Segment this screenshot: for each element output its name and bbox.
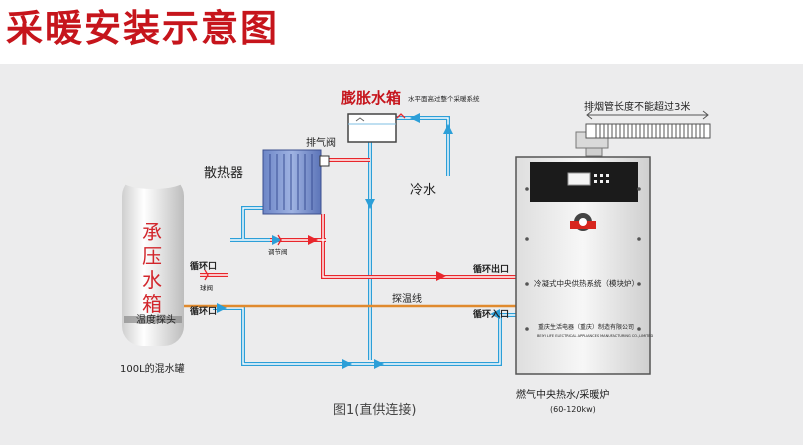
brand-logo (570, 213, 596, 231)
radiator (262, 149, 322, 215)
cold-water-label: 冷水 (410, 183, 436, 198)
svg-text:水: 水 (142, 268, 162, 292)
vent-valve-icon (319, 155, 330, 167)
flue-pipe (575, 123, 711, 157)
svg-text:箱: 箱 (142, 292, 162, 316)
svg-text:压: 压 (142, 244, 162, 268)
temp-probe-label: 温度探头 (136, 313, 176, 326)
boiler-company: 重庆生活电器（重庆）制造有限公司 (538, 323, 634, 331)
adjust-valve-label: 调节阀 (268, 247, 288, 256)
pressure-tank-label: 承 压 水 箱 (142, 220, 162, 316)
boiler-company-en: BEIYI LIFE ELECTRICAL APPLIANCES MANUFAC… (537, 334, 654, 338)
expansion-tank-label: 膨胀水箱 (341, 89, 401, 107)
page-title: 采暖安装示意图 (6, 7, 279, 50)
valve-marks (204, 113, 406, 281)
boiler (515, 156, 651, 375)
flue-length-arrow (586, 110, 709, 120)
figure-caption: 图1(直供连接) (333, 402, 416, 418)
expansion-tank (347, 113, 397, 143)
boiler-power: (60-120kw) (550, 405, 596, 414)
circ-in-label: 循环入口 (473, 308, 509, 320)
boiler-system-label: 冷凝式中央供热系统（模块炉） (534, 278, 639, 288)
cold-pipes (213, 116, 516, 366)
hot-pipes (200, 158, 516, 279)
circ-port-label-lower: 循环口 (190, 305, 217, 317)
boiler-name: 燃气中央热水/采暖炉 (516, 388, 609, 401)
mix-tank-label: 100L的混水罐 (120, 362, 185, 375)
header: 采暖安装示意图 (0, 0, 803, 64)
vent-valve-label: 排气阀 (306, 136, 336, 149)
flue-note: 排烟管长度不能超过3米 (584, 100, 690, 113)
probe-wire-label: 探温线 (392, 292, 422, 305)
expansion-note: 水平面高过整个采暖系统 (408, 94, 480, 103)
radiator-label: 散热器 (204, 166, 243, 181)
svg-text:承: 承 (142, 220, 162, 244)
diagram-canvas: 膨胀水箱 水平面高过整个采暖系统 (0, 64, 803, 445)
flow-arrows (217, 113, 500, 369)
mix-tank (122, 173, 184, 346)
circ-port-label-upper: 循环口 (190, 260, 217, 272)
circ-out-label: 循环出口 (473, 263, 509, 275)
heating-diagram: 膨胀水箱 水平面高过整个采暖系统 (120, 89, 711, 418)
ball-valve-label: 球阀 (200, 283, 213, 292)
